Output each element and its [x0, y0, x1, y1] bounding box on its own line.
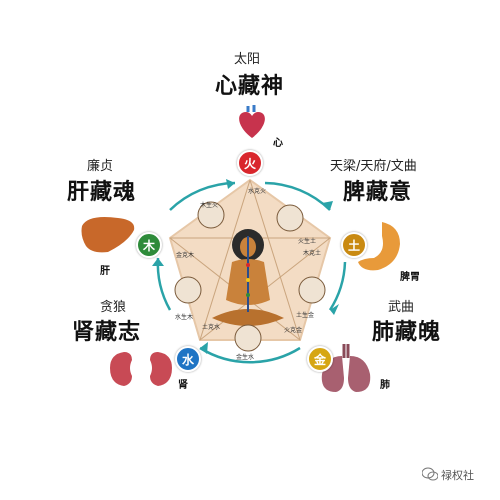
kidney-label: 肾: [178, 380, 188, 391]
watermark-text: 禄权社: [441, 469, 474, 482]
fire-element-badge: 火: [237, 150, 263, 176]
wood-element-badge: 木: [136, 232, 162, 258]
left-lower-title: 肾藏志: [72, 320, 142, 345]
heart-label: 心: [273, 138, 283, 149]
label-metal-wood: 金克木: [176, 252, 195, 259]
label-wood-fire: 木生火: [200, 202, 219, 209]
label-metal-water: 金生水: [236, 354, 255, 361]
left-upper-subtitle: 廉贞: [87, 159, 114, 174]
liver-label: 肝: [100, 266, 110, 277]
lungs-label: 肺: [380, 380, 390, 391]
wechat-icon: [422, 467, 438, 481]
water-element-badge: 水: [175, 346, 201, 372]
arrow-heads: [152, 179, 339, 354]
meditating-figure: [212, 229, 284, 326]
label-water-fire: 水克火: [248, 188, 267, 195]
right-upper-subtitle: 天梁/天府/文曲: [330, 159, 417, 174]
label-water-wood: 水生木: [175, 314, 194, 321]
earth-element-badge: 土: [341, 232, 367, 258]
illustration-circles: [174, 201, 326, 352]
kidney-icon: [110, 352, 172, 386]
top-title: 心藏神: [215, 74, 285, 99]
metal-element-badge: 金: [307, 346, 333, 372]
stomach-label: 脾胃: [400, 272, 420, 283]
liver-icon: [81, 217, 135, 253]
right-upper-title: 脾藏意: [343, 180, 413, 205]
lungs-icon: [321, 344, 371, 392]
label-wood-earth: 木克土: [303, 250, 322, 257]
label-fire-metal: 火克金: [284, 327, 303, 334]
label-fire-earth: 火生土: [298, 238, 317, 245]
top-subtitle: 太阳: [234, 52, 261, 67]
label-earth-metal: 土生金: [296, 312, 315, 319]
left-lower-subtitle: 贪狼: [100, 300, 127, 315]
stomach-icon: [358, 222, 400, 271]
right-lower-subtitle: 武曲: [388, 300, 415, 315]
heart-icon: [239, 105, 265, 138]
label-earth-water: 土克水: [202, 324, 221, 331]
left-upper-title: 肝藏魂: [67, 180, 137, 205]
right-lower-title: 肺藏魄: [372, 320, 442, 345]
